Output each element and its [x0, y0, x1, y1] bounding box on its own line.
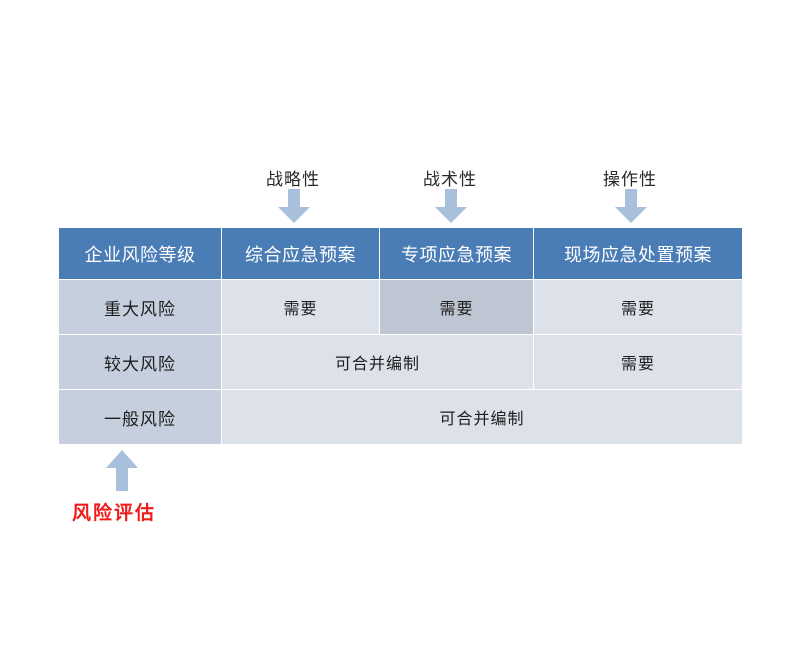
annotation-label-tactical: 战术性	[423, 170, 477, 190]
column-header-comprehensive-plan: 综合应急预案	[222, 228, 379, 279]
row-label-relatively-major-risk: 较大风险	[59, 335, 221, 389]
table-header-row: 企业风险等级 综合应急预案 专项应急预案 现场应急处置预案	[59, 228, 742, 279]
risk-plan-table: 企业风险等级 综合应急预案 专项应急预案 现场应急处置预案 重大风险 需要 需要…	[58, 227, 743, 445]
arrow-down-icon	[435, 189, 467, 223]
cell-relmajor-onsite: 需要	[534, 335, 742, 389]
table-row: 一般风险 可合并编制	[59, 390, 742, 444]
column-header-risk-level: 企业风险等级	[59, 228, 221, 279]
row-label-major-risk: 重大风险	[59, 280, 221, 334]
cell-major-comprehensive: 需要	[222, 280, 379, 334]
table-row: 较大风险 可合并编制 需要	[59, 335, 742, 389]
column-header-onsite-plan: 现场应急处置预案	[534, 228, 742, 279]
cell-major-special: 需要	[380, 280, 533, 334]
cell-general-merged: 可合并编制	[222, 390, 742, 444]
column-header-special-plan: 专项应急预案	[380, 228, 533, 279]
annotation-label-operational: 操作性	[603, 170, 657, 190]
annotation-label-risk-assessment: 风险评估	[72, 502, 157, 524]
annotation-label-strategic: 战略性	[266, 170, 320, 190]
arrow-down-icon	[278, 189, 310, 223]
row-label-general-risk: 一般风险	[59, 390, 221, 444]
arrow-up-icon	[106, 450, 138, 491]
cell-relmajor-merged: 可合并编制	[222, 335, 533, 389]
cell-major-onsite: 需要	[534, 280, 742, 334]
arrow-down-icon	[615, 189, 647, 223]
table-row: 重大风险 需要 需要 需要	[59, 280, 742, 334]
